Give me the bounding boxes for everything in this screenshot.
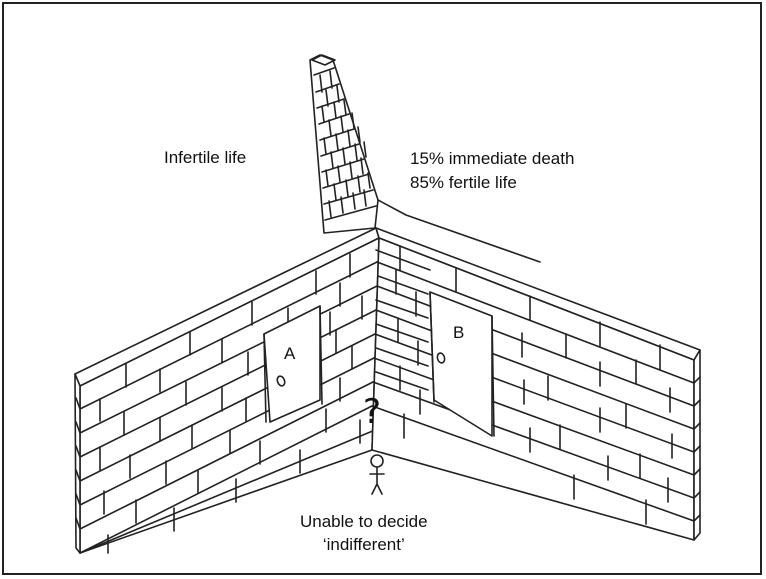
- right-option-label: 15% immediate death 85% fertile life: [410, 147, 574, 195]
- question-mark: ?: [363, 392, 381, 432]
- right-option-line1: 15% immediate death: [410, 147, 574, 171]
- door-b-label: B: [453, 322, 464, 344]
- left-option-label: Infertile life: [164, 147, 246, 169]
- door-a-label: A: [284, 343, 295, 365]
- right-wall: [372, 228, 700, 540]
- right-option-line2: 85% fertile life: [410, 171, 574, 195]
- caption-line2: ‘indifferent’: [300, 533, 428, 556]
- stick-figure: [370, 455, 384, 494]
- caption: Unable to decide ‘indifferent’: [300, 510, 428, 556]
- left-wall: [75, 228, 379, 553]
- caption-line1: Unable to decide: [300, 510, 428, 533]
